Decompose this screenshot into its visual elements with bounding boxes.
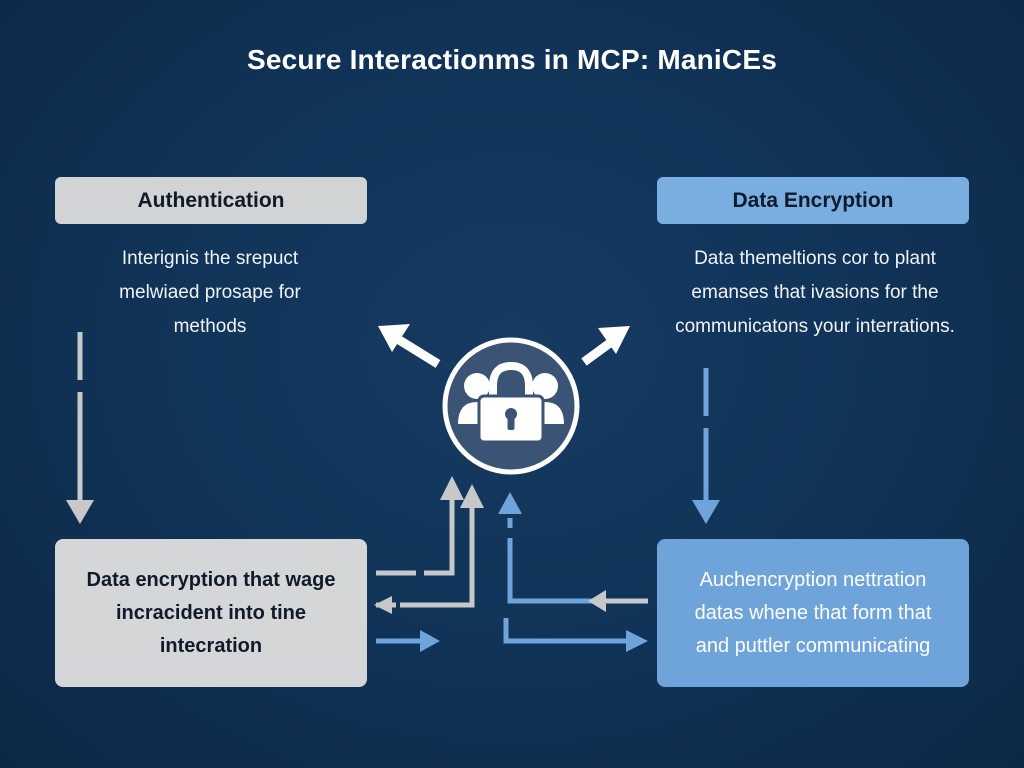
authentication-description-line: methods xyxy=(173,316,247,337)
authentication-label: Authentication xyxy=(137,188,285,212)
bottom-left-line: Data encryption that wage xyxy=(86,568,336,591)
bottom-left-line: intecration xyxy=(159,634,263,657)
bottom-right-line: Auchencryption nettration xyxy=(699,568,927,591)
users-lock-icon xyxy=(442,337,580,475)
upper-right-arrow xyxy=(581,326,630,366)
bottom-right-box: Auchencryption nettration datas whene th… xyxy=(657,539,969,687)
data-encryption-description-line: communicatons your interrations. xyxy=(675,316,955,337)
data-encryption-description-line: emanses that ivasions for the xyxy=(691,282,939,303)
right-down-arrow xyxy=(692,368,720,524)
data-encryption-description: Data themeltions cor to plant emanses th… xyxy=(645,242,985,344)
left-up-connector-inner xyxy=(374,484,484,614)
authentication-description: Interignis the srepuct melwiaed prosape … xyxy=(60,242,360,344)
authentication-box: Authentication xyxy=(55,177,367,224)
diagram-title: Secure Interactionms in MCP: ManiCEs xyxy=(247,44,777,75)
left-right-arrow xyxy=(376,630,440,652)
right-up-connector xyxy=(498,492,648,612)
upper-left-arrow xyxy=(378,324,441,368)
authentication-description-line: melwiaed prosape for xyxy=(119,282,301,303)
bottom-left-line: incracident into tine xyxy=(115,601,307,624)
right-down-connector xyxy=(503,618,648,652)
bottom-right-line: and puttler communicating xyxy=(695,634,931,657)
data-encryption-box: Data Encryption xyxy=(657,177,969,224)
authentication-description-line: Interignis the srepuct xyxy=(121,248,299,269)
left-up-connector-outer xyxy=(376,476,464,576)
bottom-left-box: Data encryption that wage incracident in… xyxy=(55,539,367,687)
data-encryption-label: Data Encryption xyxy=(732,188,894,212)
data-encryption-description-line: Data themeltions cor to plant xyxy=(694,248,936,269)
left-down-arrow xyxy=(66,332,94,524)
bottom-right-line: datas whene that form that xyxy=(694,601,932,624)
